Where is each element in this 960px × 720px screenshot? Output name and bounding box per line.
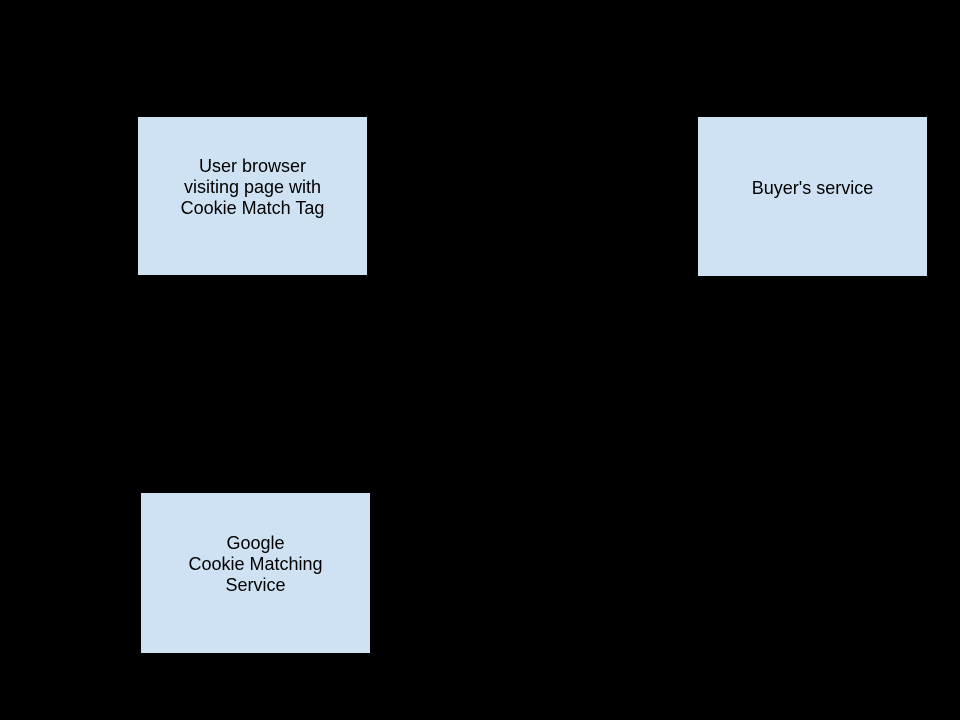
node-google-cookie-matching-service: Google Cookie Matching Service xyxy=(140,492,371,654)
node-user-browser: User browser visiting page with Cookie M… xyxy=(137,116,368,276)
node-user-browser-label: User browser visiting page with Cookie M… xyxy=(181,156,325,219)
node-label-line: Cookie Matching xyxy=(188,554,323,574)
node-label-line: Cookie Match Tag xyxy=(180,198,325,218)
node-label-line: User browser xyxy=(198,156,307,176)
node-buyers-service: Buyer's service xyxy=(697,116,928,277)
node-label-line: visiting page with xyxy=(183,177,322,197)
node-google-cookie-matching-service-label: Google Cookie Matching Service xyxy=(188,533,322,596)
node-buyers-service-label: Buyer's service xyxy=(752,178,873,199)
node-label-line: Google xyxy=(226,533,285,553)
node-label-line: Buyer's service xyxy=(751,177,874,198)
node-label-line: Service xyxy=(225,575,286,595)
